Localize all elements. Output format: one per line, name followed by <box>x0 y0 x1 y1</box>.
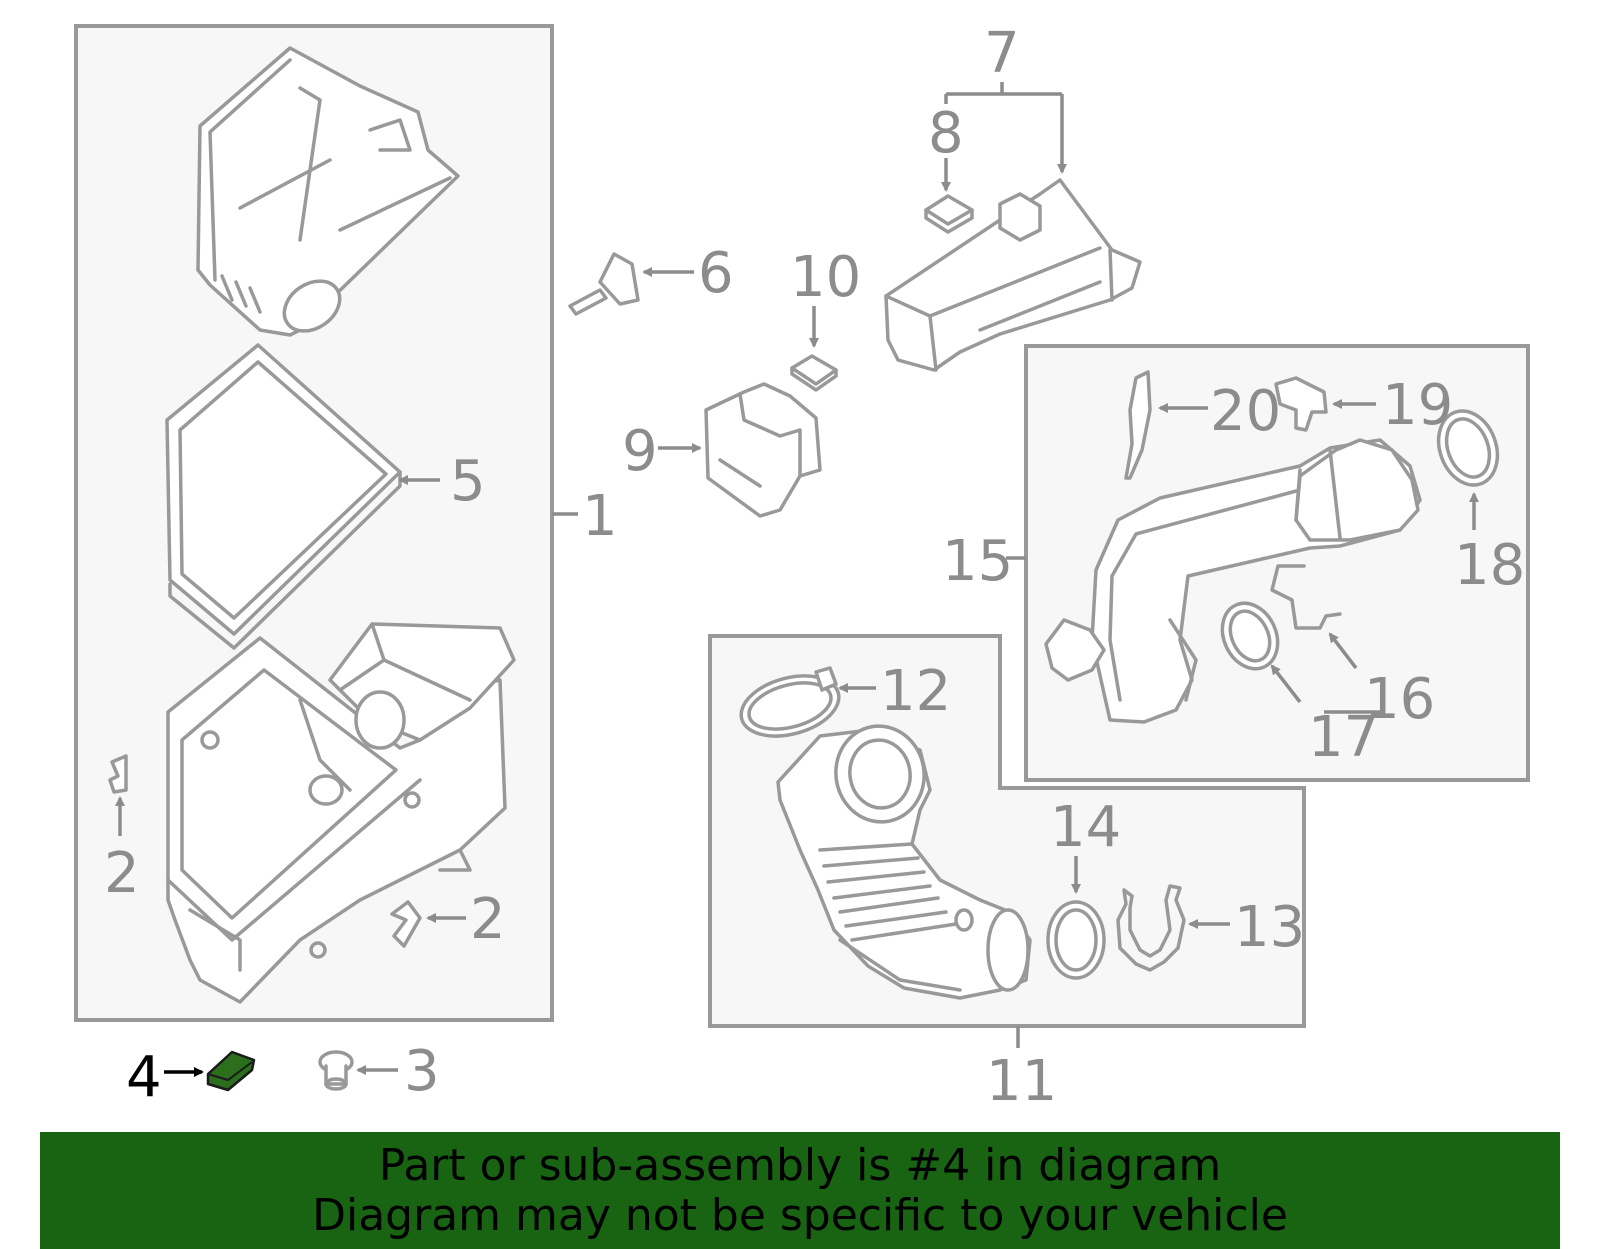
part-clip-left <box>108 754 128 794</box>
part-10-pad <box>790 306 838 392</box>
callout-1: 1 <box>582 484 618 549</box>
part-upper-housing <box>196 46 460 337</box>
part-17-gasket <box>1220 601 1302 704</box>
info-banner: Part or sub-assembly is #4 in diagram Di… <box>40 1132 1560 1249</box>
leader-7 <box>941 82 1067 192</box>
part-clip-right <box>390 900 422 948</box>
part-18-gasket <box>1436 409 1500 530</box>
part-lower-housing <box>166 622 516 1004</box>
callout-12: 12 <box>880 659 951 724</box>
callout-6: 6 <box>698 241 734 306</box>
callout-9: 9 <box>622 419 658 484</box>
part-4-highlighted <box>164 1050 256 1092</box>
part-3-grommet <box>318 1050 398 1091</box>
callout-19: 19 <box>1382 373 1453 438</box>
callout-2-left: 2 <box>104 841 140 906</box>
callout-5: 5 <box>450 449 486 514</box>
banner-line-2: Diagram may not be specific to your vehi… <box>312 1189 1288 1241</box>
callout-13: 13 <box>1234 895 1305 960</box>
part-6-sensor <box>568 252 694 316</box>
callout-8: 8 <box>928 101 964 166</box>
part-16-clip <box>1270 564 1358 670</box>
part-19-valve <box>1274 376 1376 432</box>
callout-2-right: 2 <box>470 887 506 952</box>
callout-4: 4 <box>126 1045 162 1110</box>
part-inlet-duct <box>776 724 1032 1000</box>
part-9-bracket <box>658 382 822 518</box>
callout-20: 20 <box>1210 379 1281 444</box>
callout-3: 3 <box>404 1039 440 1104</box>
callout-7: 7 <box>984 21 1020 86</box>
part-8-pad <box>924 194 974 234</box>
banner-line-1: Part or sub-assembly is #4 in diagram <box>378 1139 1222 1191</box>
callout-11: 11 <box>986 1049 1057 1114</box>
callout-17: 17 <box>1308 705 1379 770</box>
part-20-sensor <box>1124 370 1208 480</box>
callout-14: 14 <box>1050 795 1121 860</box>
part-7-resonator <box>884 178 1142 372</box>
part-outlet-duct <box>1044 438 1422 724</box>
part-13-clamp <box>1116 884 1230 972</box>
part-14-gasket <box>1046 856 1106 980</box>
part-12-clamp <box>739 666 876 738</box>
callout-16: 16 <box>1364 667 1435 732</box>
callout-18: 18 <box>1454 533 1525 598</box>
callout-15: 15 <box>942 529 1013 594</box>
callout-10: 10 <box>790 245 861 310</box>
